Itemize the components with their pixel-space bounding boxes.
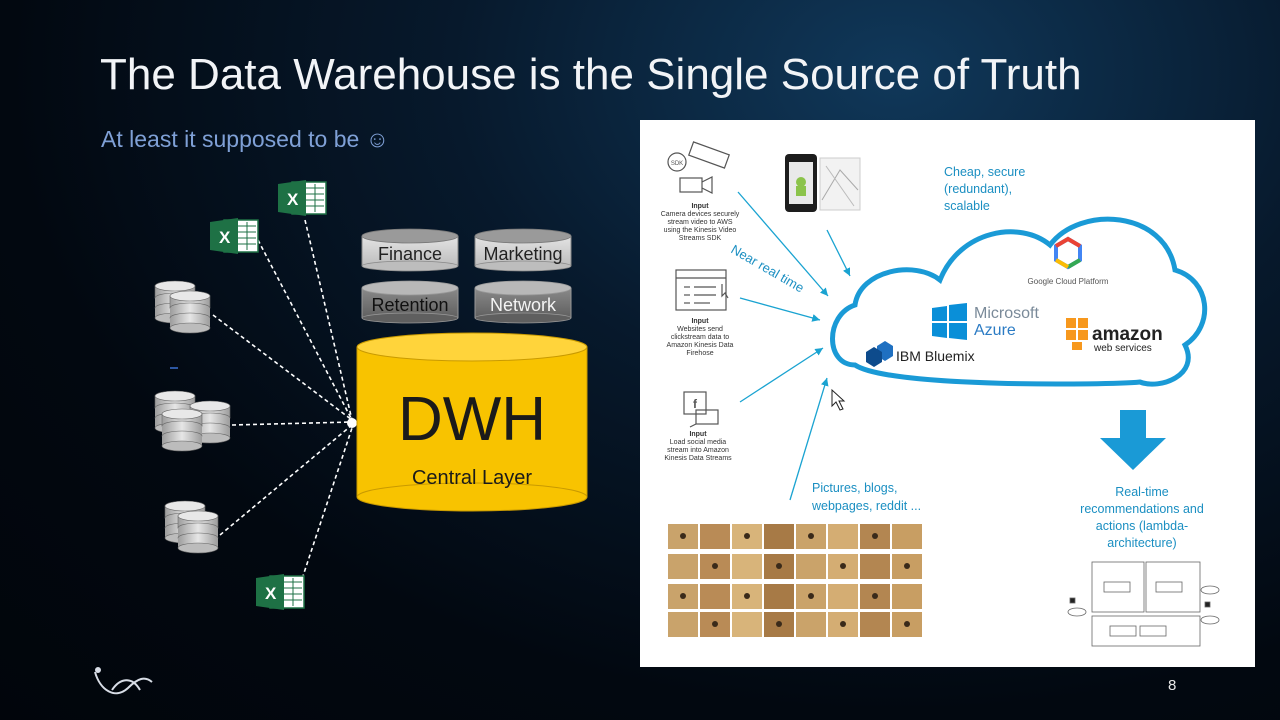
phone-icon: [785, 154, 817, 212]
architecture-graphic: SDK f: [667, 141, 1220, 647]
input-caption-websites: Input Websites send clickstream data to …: [664, 318, 736, 358]
azure-label: Azure: [974, 322, 1016, 339]
dwh-cylinder: DWH Central Layer: [356, 332, 588, 512]
cursor-icon: [831, 388, 846, 411]
sdk-badge: SDK: [671, 161, 683, 167]
excel-letter: X: [219, 228, 231, 247]
slide-title: The Data Warehouse is the Single Source …: [100, 50, 1082, 99]
mart-label: Network: [490, 295, 557, 315]
pictures-caption: Pictures, blogs,: [812, 481, 897, 495]
photo-grid: [668, 524, 922, 637]
excel-icon: X: [278, 180, 327, 216]
input-title: Input: [691, 203, 709, 210]
dwh-title: DWH: [398, 385, 546, 454]
cloud-shape: [830, 216, 1208, 387]
input-text: Websites send clickstream data to Amazon…: [666, 326, 734, 357]
pictures-caption: webpages, reddit ...: [811, 499, 921, 513]
aws-logo: [1066, 318, 1088, 350]
mart-label: Marketing: [483, 244, 562, 264]
mart-marketing: Marketing: [474, 228, 572, 272]
ibm-bluemix-label: IBM Bluemix: [896, 348, 975, 364]
connection-lines: [212, 219, 353, 586]
microsoft-label: Microsoft: [974, 305, 1039, 322]
input-text: Camera devices securely stream video to …: [660, 211, 740, 242]
facebook-letter: f: [693, 397, 698, 411]
mart-label: Retention: [371, 295, 448, 315]
realtime-caption: Real-time recommendations and actions (l…: [1080, 485, 1204, 550]
google-cloud-label: Google Cloud Platform: [1028, 277, 1109, 286]
mart-network: Network: [474, 280, 572, 324]
lambda-architecture-thumbnail: [1067, 561, 1220, 647]
dwh-subtitle: Central Layer: [412, 467, 532, 489]
database-icon: [164, 500, 219, 554]
browser-icon: [675, 269, 729, 311]
map-icon: [819, 157, 861, 211]
slide-subtitle: At least it supposed to be ☺: [101, 126, 390, 152]
aws-subtitle: web services: [1093, 343, 1152, 354]
page-number: 8: [1168, 677, 1177, 694]
down-arrow-icon: [1100, 410, 1166, 470]
camera-icon: [667, 141, 731, 194]
mart-finance: Finance: [361, 228, 459, 272]
cloud-caption: Cheap, secure (redundant), scalable: [944, 165, 1026, 213]
excel-letter: X: [287, 190, 299, 209]
dwh-diagram: X X X Finance Marketing Retention: [94, 180, 588, 695]
windows-logo: [932, 303, 967, 340]
mart-retention: Retention: [361, 280, 459, 324]
architecture-panel: SDK f: [640, 120, 1255, 667]
excel-icon: X: [210, 218, 259, 254]
ibm-bluemix-logo: [866, 341, 893, 367]
input-caption-social: Input Load social media stream into Amaz…: [664, 431, 732, 463]
input-text: Load social media stream into Amazon Kin…: [664, 439, 732, 462]
company-logo: [94, 667, 153, 695]
mart-label: Finance: [378, 244, 442, 264]
input-caption-camera: Input Camera devices securely stream vid…: [660, 203, 740, 243]
input-title: Input: [691, 318, 709, 325]
database-icon: [154, 280, 211, 334]
google-cloud-logo: [1054, 236, 1082, 270]
near-real-time-label: Near real time: [729, 242, 807, 296]
database-icon: [154, 390, 231, 452]
amazon-label: amazon: [1092, 324, 1163, 345]
input-title: Input: [689, 431, 707, 438]
excel-icon: X: [256, 574, 305, 610]
social-media-icon: [683, 391, 719, 428]
excel-letter: X: [265, 584, 277, 603]
